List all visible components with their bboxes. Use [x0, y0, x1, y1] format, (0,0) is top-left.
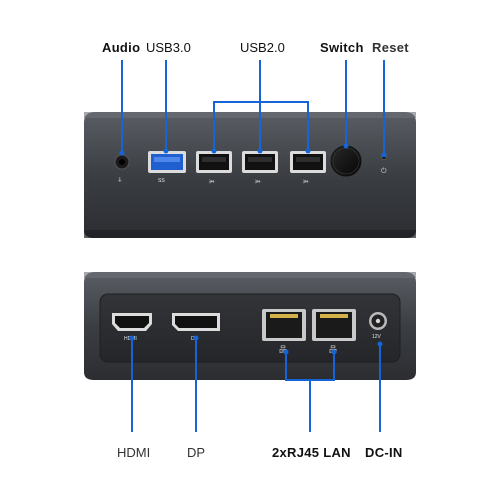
- svg-text:⭃: ⭃: [303, 177, 309, 185]
- dc-in-jack: 12V: [369, 312, 387, 340]
- svg-text:品: 品: [329, 345, 337, 354]
- label-lan: 2xRJ45 LAN: [272, 445, 351, 460]
- label-dp: DP: [187, 445, 206, 460]
- label-hdmi: HDMI: [117, 445, 151, 460]
- usb3-port: SS: [148, 151, 186, 184]
- label-switch: Switch: [320, 40, 364, 55]
- svg-text:⭃: ⭃: [209, 177, 215, 185]
- usb3-mark: SS: [158, 178, 165, 184]
- usb2-port-3: ⭃: [290, 151, 326, 185]
- front-callouts: [121, 60, 385, 154]
- svg-text:ↆ: ↆ: [118, 176, 122, 184]
- usb2-port-2: ⭃: [242, 151, 278, 185]
- label-audio: Audio: [102, 40, 141, 55]
- label-usb2: USB2.0: [240, 40, 285, 55]
- hdmi-port: HDMI: [112, 313, 152, 342]
- dc-mark: 12V: [372, 334, 382, 340]
- label-usb3: USB3.0: [146, 40, 191, 55]
- front-chassis: [84, 112, 416, 238]
- power-switch: [330, 145, 362, 177]
- svg-text:品: 品: [279, 345, 287, 354]
- label-dcin: DC-IN: [365, 445, 403, 460]
- label-reset: Reset: [372, 40, 409, 55]
- rear-callouts: [131, 338, 381, 432]
- lan-port-2: 品: [312, 309, 356, 354]
- usb2-port-1: ⭃: [196, 151, 232, 185]
- lan-port-1: 品: [262, 309, 306, 354]
- svg-text:⏻: ⏻: [381, 167, 387, 175]
- rear-callout-dots: [129, 335, 383, 355]
- svg-text:⭃: ⭃: [255, 177, 261, 185]
- dp-port: DP: [172, 313, 220, 342]
- front-callout-dots: [119, 143, 387, 158]
